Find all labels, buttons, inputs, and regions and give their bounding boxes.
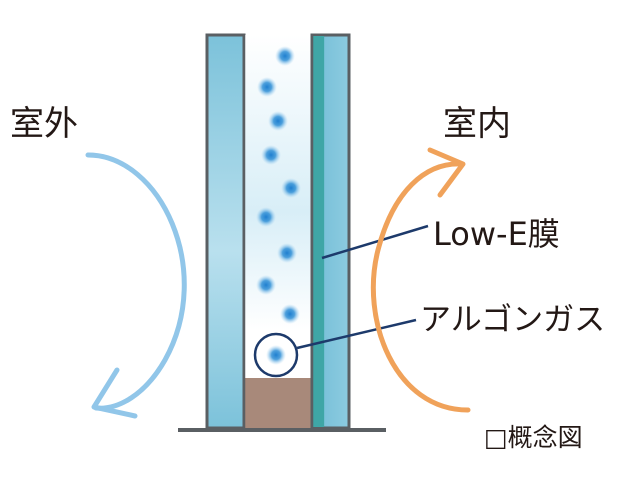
spacer-block <box>244 378 312 428</box>
gas-molecule <box>256 275 276 295</box>
gas-molecule <box>268 111 288 131</box>
gas-molecule <box>280 304 300 324</box>
outdoor-label: 室外 <box>10 104 78 144</box>
indoor-label: 室内 <box>443 104 511 144</box>
gas-molecule <box>257 77 277 97</box>
outdoor-heat-arrow <box>85 152 187 419</box>
low-e-film <box>313 36 324 427</box>
low-e-label: Low-E膜 <box>433 215 560 253</box>
argon-highlight-circle <box>253 332 299 378</box>
gas-molecule <box>256 207 276 227</box>
gas-molecule <box>261 145 281 165</box>
gas-molecule <box>266 345 286 365</box>
argon-label: アルゴンガス <box>420 302 605 338</box>
argon-molecules <box>253 46 301 378</box>
argon-gap <box>244 35 312 428</box>
outer-glass-pane <box>205 33 246 430</box>
gas-molecule <box>281 178 301 198</box>
low-e-leader-line <box>321 224 429 260</box>
gas-molecule <box>275 46 295 66</box>
glass-unit <box>178 33 386 432</box>
argon-leader-line <box>296 318 417 350</box>
gas-molecule <box>277 243 297 263</box>
indoor-heat-arrow <box>370 147 471 413</box>
concept-note: □概念図 <box>484 423 583 452</box>
